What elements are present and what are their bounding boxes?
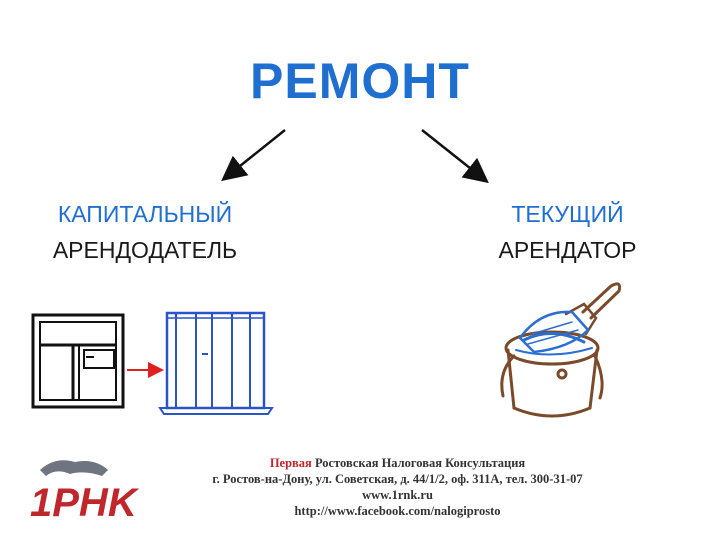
footer-highlight: Первая (269, 456, 312, 470)
right-branch-arrow (421, 129, 489, 184)
new-window-icon (158, 311, 274, 415)
diagram-title: РЕМОНТ (250, 53, 470, 109)
logo-mark: 1PHK (30, 481, 140, 525)
paint-bucket-icon (500, 330, 604, 418)
capital-repair-block: КАПИТАЛЬНЫЙ АРЕНДОДАТЕЛЬ (20, 196, 270, 268)
brush-icon (518, 282, 622, 354)
current-repair-label: ТЕКУЩИЙ (511, 201, 624, 227)
old-window-icon (31, 313, 125, 409)
footer-line1: Первая Ростовская Налоговая Консультация (175, 455, 620, 471)
logo-icon: 1PHK (30, 460, 140, 525)
tenant-label: АРЕНДАТОР (498, 237, 637, 263)
landlord-label: АРЕНДОДАТЕЛЬ (52, 237, 238, 263)
footer-contacts: Первая Ростовская Налоговая Консультация… (175, 455, 620, 519)
footer-website-link[interactable]: www.1rnk.ru (362, 488, 433, 502)
footer-facebook-link[interactable]: http://www.facebook.com/nalogiprosto (294, 504, 501, 518)
footer-address: г. Ростов-на-Дону, ул. Советская, д. 44/… (212, 472, 583, 486)
current-repair-block: ТЕКУЩИЙ АРЕНДАТОР (450, 196, 685, 268)
footer-org-name: Ростовская Налоговая Консультация (314, 456, 526, 470)
left-branch-arrow (221, 129, 286, 182)
capital-repair-label: КАПИТАЛЬНЫЙ (57, 201, 233, 227)
